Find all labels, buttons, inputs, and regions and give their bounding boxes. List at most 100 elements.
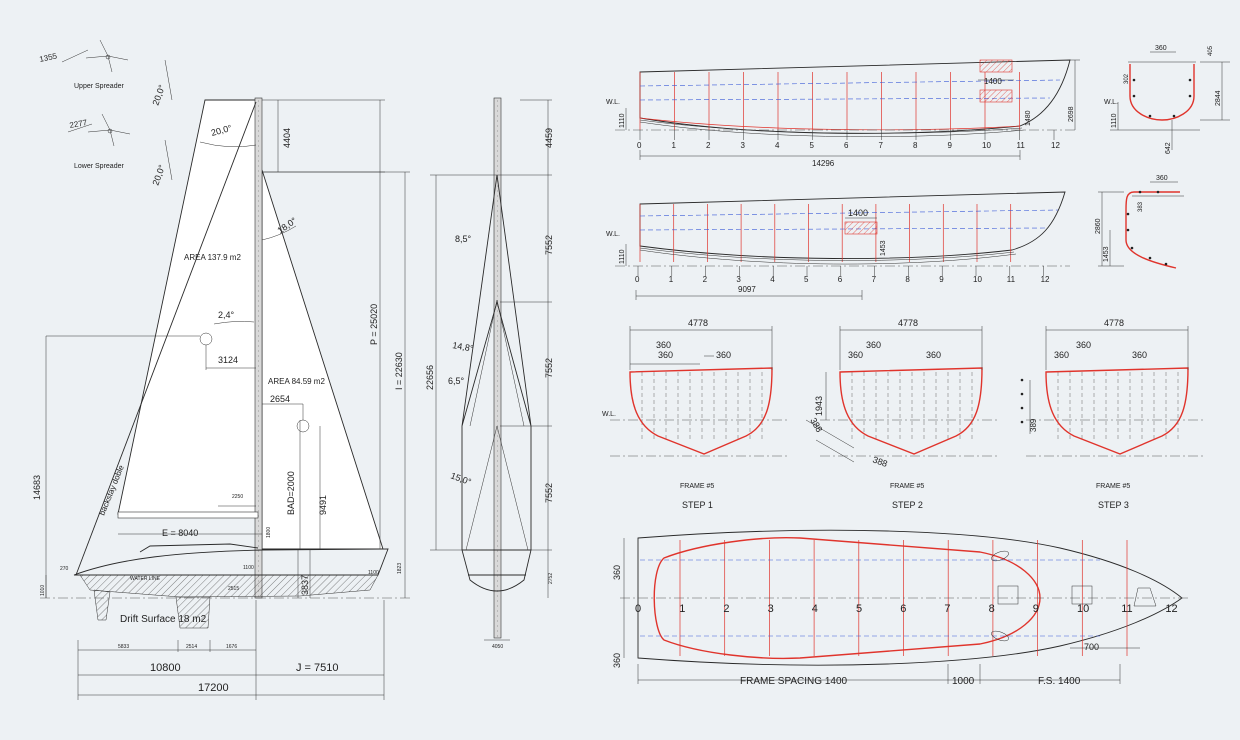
station-label: 2: [703, 275, 708, 284]
station-label: 10: [973, 275, 982, 284]
station-label: 5: [810, 141, 815, 150]
dim-1010: 1010: [40, 585, 46, 596]
deck-dim-700: 700: [1084, 642, 1099, 652]
drift-surface-label: Drift Surface 18 m2: [120, 614, 207, 625]
lower-spreader-detail: 2277 Lower Spreader 20,0°: [67, 113, 173, 187]
dim-2654: 2654: [270, 394, 290, 404]
frame-1-label: FRAME #5: [680, 483, 714, 490]
deck-dim-360b: 360: [612, 653, 622, 668]
dim-4404: 4404: [282, 128, 292, 148]
angle-6-5: 6,5°: [448, 376, 465, 386]
deck-frame-spacing: FRAME SPACING 1400: [740, 676, 848, 687]
station-label: 8: [989, 603, 995, 615]
frame-1-dim-360b: 360: [658, 350, 673, 360]
frame-3-label: FRAME #5: [1096, 483, 1130, 490]
angle-2-4: 2,4°: [218, 310, 235, 320]
section-a-wl: W.L.: [1104, 99, 1118, 106]
station-label: 6: [900, 603, 906, 615]
lower-spreader-length: 2277: [69, 118, 89, 130]
upper-spreader-label: Upper Spreader: [74, 83, 124, 90]
station-label: 0: [635, 603, 641, 615]
waterline-label: WATER LINE: [130, 576, 161, 582]
dim-1800: 1800: [266, 527, 272, 538]
station-label: 2: [723, 603, 729, 615]
station-label: 5: [856, 603, 862, 615]
frame-2-width: 4778: [898, 318, 918, 328]
station-label: 1: [669, 275, 674, 284]
dim-4459: 4459: [544, 128, 554, 148]
station-label: 4: [812, 603, 818, 615]
dim-7552c: 7552: [544, 483, 554, 503]
lower-spreader-angle: 20,0°: [150, 163, 167, 187]
dim-7552b: 7552: [544, 358, 554, 378]
station-label: 11: [1121, 603, 1132, 615]
frame-3-dim-389: 389: [1029, 418, 1038, 432]
frame-step-1: 4778 360 360 360 W.L. FRAME #5 STEP 1: [602, 318, 790, 510]
dim-2514: 2514: [186, 644, 197, 650]
section-a-dim-1110: 1110: [1111, 113, 1118, 128]
frame-3-dim-360a: 360: [1076, 340, 1091, 350]
frame-3-dim-360c: 360: [1132, 350, 1147, 360]
frame-3-dim-360b: 360: [1054, 350, 1069, 360]
dim-1100b: 1100: [368, 570, 379, 576]
dim-22656: 22656: [425, 365, 435, 390]
station-label: 1: [672, 141, 677, 150]
section-a-dim-2844: 2844: [1215, 90, 1222, 106]
section-a-dim-360: 360: [1155, 45, 1167, 52]
dim-9491: 9491: [318, 495, 328, 515]
dim-2698-a: 2698: [1068, 106, 1075, 122]
dim-1400-a: 1400: [984, 77, 1002, 86]
section-a-dim-405: 405: [1208, 45, 1214, 56]
frame-2-dim-360c: 360: [926, 350, 941, 360]
frame-1-dim-360c: 360: [716, 350, 731, 360]
station-label: 4: [775, 141, 780, 150]
upper-spreader-angle: 20,0°: [150, 83, 167, 107]
frame-2-dim-388b: 388: [871, 454, 889, 469]
angle-headstay: 18,0°: [275, 215, 298, 236]
station-label: 7: [879, 141, 884, 150]
backstay: [75, 101, 257, 576]
upper-spreader-detail: 1355 Upper Spreader 20,0°: [39, 39, 173, 107]
mast: [254, 97, 263, 599]
dim-1676: 1676: [226, 644, 237, 650]
dim-1110-a: 1110: [619, 113, 626, 128]
main-area: AREA 137.9 m2: [184, 253, 241, 262]
station-label: 12: [1051, 141, 1060, 150]
dim-bad: BAD=2000: [286, 471, 296, 515]
keel: [175, 596, 211, 629]
station-label: 11: [1007, 275, 1016, 284]
boom: [117, 511, 259, 519]
dim-3837: 3837: [300, 575, 310, 595]
station-label: 2: [706, 141, 711, 150]
dim-2752: 2752: [548, 573, 554, 584]
station-label: 9: [1033, 603, 1039, 615]
dim-1823: 1823: [397, 563, 403, 574]
station-label: 3: [736, 275, 741, 284]
section-b-dim-1453: 1453: [1103, 246, 1110, 262]
station-label: 6: [844, 141, 849, 150]
dim-17200: 17200: [198, 682, 229, 694]
station-label: 10: [982, 141, 991, 150]
frame-2-dim-360a: 360: [866, 340, 881, 350]
section-a-dim-302: 302: [1124, 73, 1130, 84]
frame-2-dim-1943: 1943: [814, 396, 824, 416]
dim-4050: 4050: [492, 644, 503, 650]
deck-fs: F.S. 1400: [1038, 676, 1081, 687]
angle-8-5: 8,5°: [455, 234, 472, 244]
dim-i: I = 22630: [394, 352, 404, 390]
dim-7552a: 7552: [544, 235, 554, 255]
hull-below-waterline: [79, 574, 379, 598]
station-label: 6: [838, 275, 843, 284]
station-label: 3: [768, 603, 774, 615]
station-label: 0: [635, 275, 640, 284]
section-view-b: 360 383 2860 1453: [1095, 175, 1184, 269]
step-1-label: STEP 1: [682, 500, 713, 510]
wl-label-b: W.L.: [606, 231, 620, 238]
frame-1-dim-360a: 360: [656, 340, 671, 350]
station-label: 4: [770, 275, 775, 284]
hull-profile: [73, 548, 389, 576]
dim-10800: 10800: [150, 662, 181, 674]
